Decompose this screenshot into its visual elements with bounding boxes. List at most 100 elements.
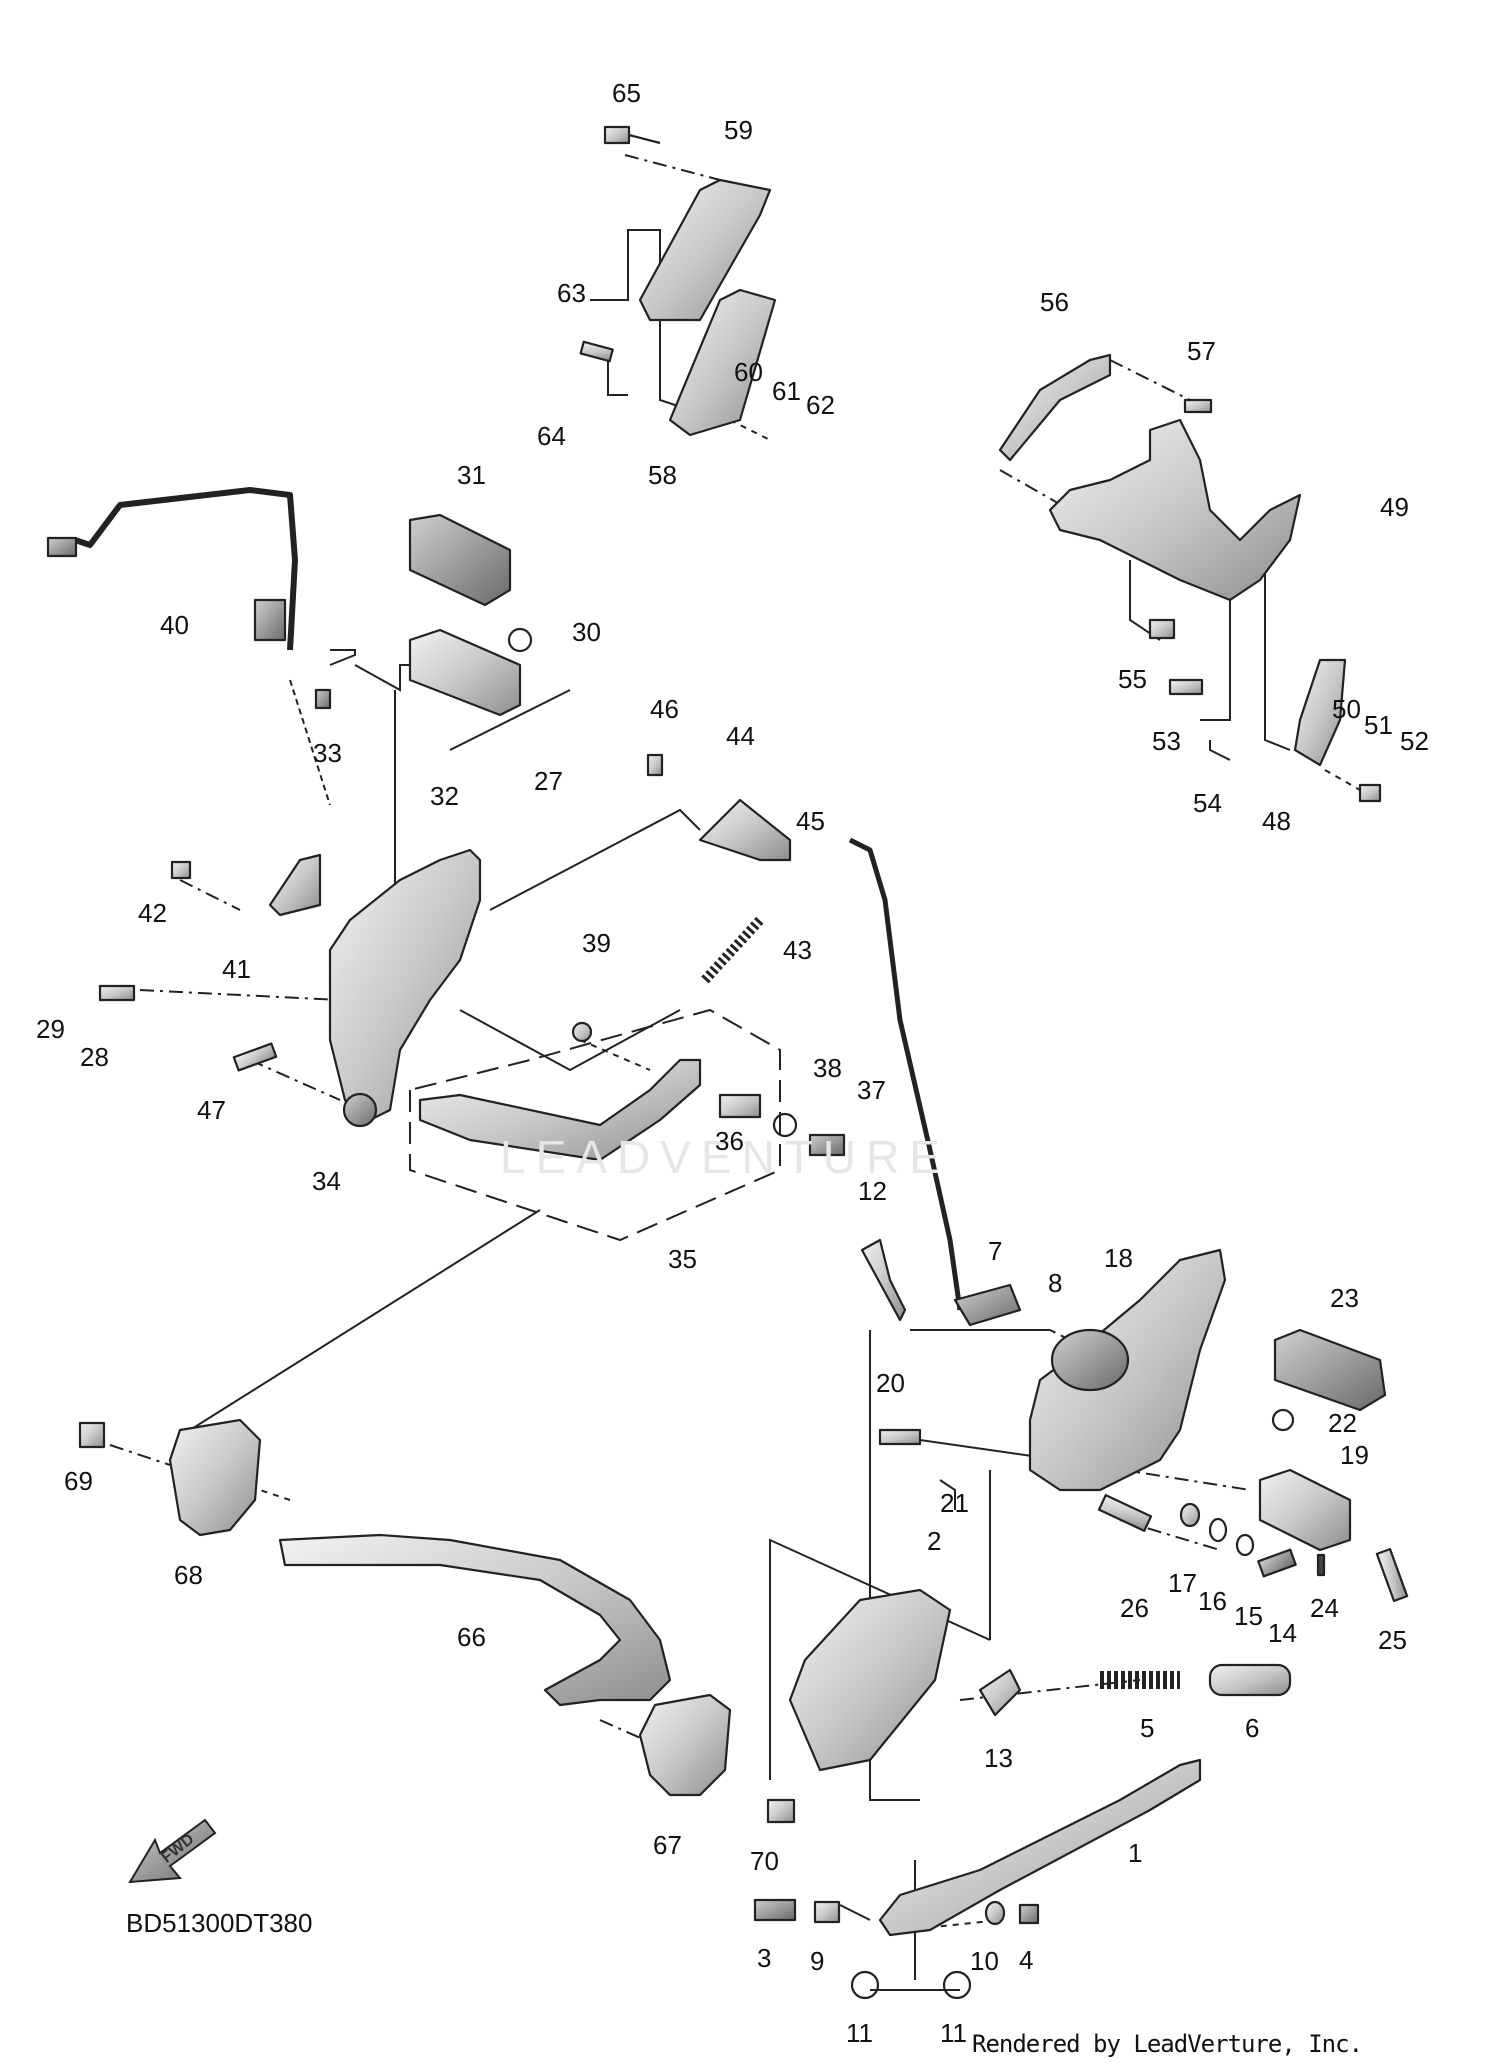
- callout-66[interactable]: 66: [457, 1622, 486, 1652]
- callout-53[interactable]: 53: [1152, 726, 1181, 756]
- callout-1[interactable]: 1: [1128, 1838, 1143, 1868]
- callout-10[interactable]: 10: [970, 1946, 999, 1976]
- callout-60[interactable]: 60: [734, 357, 763, 387]
- callout-38[interactable]: 38: [813, 1053, 842, 1083]
- part-70-shape: [766, 1798, 796, 1824]
- callout-45[interactable]: 45: [796, 806, 825, 836]
- callout-9[interactable]: 9: [810, 1946, 825, 1976]
- part-1-shape: [878, 1758, 1202, 1937]
- part-14-shape: [1257, 1548, 1297, 1578]
- callout-20[interactable]: 20: [876, 1368, 905, 1398]
- callout-51[interactable]: 51: [1364, 710, 1393, 740]
- callout-11[interactable]: 11: [846, 2018, 873, 2048]
- callout-65[interactable]: 65: [612, 78, 641, 108]
- rendered-by-credit: Rendered by LeadVerture, Inc.: [972, 2030, 1363, 2058]
- part-58-shape: [668, 288, 777, 437]
- callout-40[interactable]: 40: [160, 610, 189, 640]
- callout-23[interactable]: 23: [1330, 1283, 1359, 1313]
- part-65-shape: [603, 125, 661, 145]
- callout-29[interactable]: 29: [36, 1014, 65, 1044]
- callout-52[interactable]: 52: [1400, 726, 1429, 756]
- callout-46[interactable]: 46: [650, 694, 679, 724]
- callout-5[interactable]: 5: [1140, 1713, 1155, 1743]
- part-43-shape: [701, 916, 764, 984]
- callout-68[interactable]: 68: [174, 1560, 203, 1590]
- callout-41[interactable]: 41: [222, 954, 251, 984]
- part-17-shape: [1179, 1502, 1201, 1528]
- part-44-shape: [698, 798, 792, 862]
- callout-4[interactable]: 4: [1019, 1945, 1034, 1975]
- callout-42[interactable]: 42: [138, 898, 167, 928]
- part-48-shape: [1293, 658, 1347, 767]
- callout-48[interactable]: 48: [1262, 806, 1291, 836]
- callout-50[interactable]: 50: [1332, 694, 1361, 724]
- callout-15[interactable]: 15: [1234, 1601, 1263, 1631]
- callout-67[interactable]: 67: [653, 1830, 682, 1860]
- callout-27[interactable]: 27: [534, 766, 563, 796]
- callout-58[interactable]: 58: [648, 460, 677, 490]
- callout-3[interactable]: 3: [757, 1943, 772, 1973]
- part-46-shape: [646, 753, 664, 777]
- callout-34[interactable]: 34: [312, 1166, 341, 1196]
- callout-37[interactable]: 37: [857, 1075, 886, 1105]
- part-26-shape: [1097, 1494, 1153, 1532]
- callout-63[interactable]: 63: [557, 278, 586, 308]
- callout-49[interactable]: 49: [1380, 492, 1409, 522]
- part-11b-shape: [942, 1970, 972, 2000]
- callout-55[interactable]: 55: [1118, 664, 1147, 694]
- callout-57[interactable]: 57: [1187, 336, 1216, 366]
- callout-13[interactable]: 13: [984, 1743, 1013, 1773]
- callout-44[interactable]: 44: [726, 721, 755, 751]
- part-38-shape: [772, 1112, 798, 1138]
- callout-7[interactable]: 7: [988, 1236, 1003, 1266]
- part-66-shape: [278, 1533, 672, 1707]
- part-68-shape: [168, 1418, 262, 1537]
- callout-22[interactable]: 22: [1328, 1408, 1357, 1438]
- callout-35[interactable]: 35: [668, 1244, 697, 1274]
- callout-33[interactable]: 33: [313, 738, 342, 768]
- callout-56[interactable]: 56: [1040, 287, 1069, 317]
- callout-62[interactable]: 62: [806, 390, 835, 420]
- callout-6[interactable]: 6: [1245, 1713, 1260, 1743]
- part-11-shape: [850, 1970, 880, 2000]
- callout-30[interactable]: 30: [572, 617, 601, 647]
- callout-43[interactable]: 43: [783, 935, 812, 965]
- callout-69[interactable]: 69: [64, 1466, 93, 1496]
- callout-12[interactable]: 12: [858, 1176, 887, 1206]
- callout-25[interactable]: 25: [1378, 1625, 1407, 1655]
- callout-8[interactable]: 8: [1048, 1268, 1063, 1298]
- callout-31[interactable]: 31: [457, 460, 486, 490]
- callout-70[interactable]: 70: [750, 1846, 779, 1876]
- callout-11b[interactable]: 11: [940, 2018, 967, 2048]
- fwd-arrow-icon: [128, 1818, 217, 1884]
- callout-64[interactable]: 64: [537, 421, 566, 451]
- callout-14[interactable]: 14: [1268, 1618, 1297, 1648]
- callout-32[interactable]: 32: [430, 781, 459, 811]
- callout-36[interactable]: 36: [715, 1126, 744, 1156]
- part-45-shape: [848, 837, 963, 1311]
- part-55-shape: [1148, 618, 1176, 640]
- callout-28[interactable]: 28: [80, 1042, 109, 1072]
- part-56-shape: [998, 353, 1112, 462]
- part-23-shape: [1273, 1328, 1387, 1412]
- callout-61[interactable]: 61: [772, 376, 801, 406]
- callout-26[interactable]: 26: [1120, 1593, 1149, 1623]
- part-24-shape: [1316, 1553, 1326, 1577]
- callout-39[interactable]: 39: [582, 928, 611, 958]
- callout-18[interactable]: 18: [1104, 1243, 1133, 1273]
- part-9-shape: [813, 1900, 841, 1924]
- callout-21[interactable]: 21: [940, 1488, 969, 1518]
- part-16-shape: [1208, 1517, 1228, 1543]
- callout-24[interactable]: 24: [1310, 1593, 1339, 1623]
- callout-2[interactable]: 2: [927, 1526, 942, 1556]
- callout-54[interactable]: 54: [1193, 788, 1222, 818]
- part-20-shape: [878, 1428, 922, 1446]
- part-3-shape: [753, 1898, 797, 1922]
- callout-16[interactable]: 16: [1198, 1586, 1227, 1616]
- part-2-shape: [788, 1588, 952, 1772]
- callout-19[interactable]: 19: [1340, 1440, 1369, 1470]
- callout-59[interactable]: 59: [724, 115, 753, 145]
- callout-47[interactable]: 47: [197, 1095, 226, 1125]
- callout-17[interactable]: 17: [1168, 1568, 1197, 1598]
- part-69-shape: [78, 1421, 106, 1449]
